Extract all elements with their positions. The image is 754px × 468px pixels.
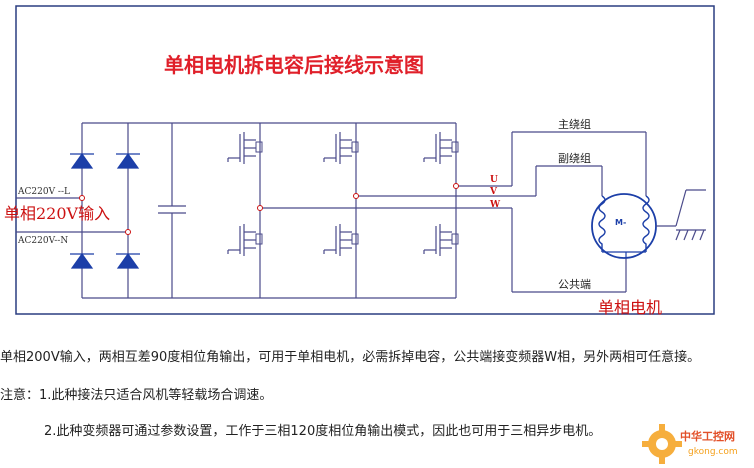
watermark-text-url: gkong.com: [688, 447, 738, 457]
aux-winding-label: 副绕组: [558, 151, 591, 165]
diagram-title: 单相电机拆电容后接线示意图: [164, 53, 424, 77]
phase-v-label: V: [489, 187, 498, 197]
phase-u-label: U: [490, 175, 498, 185]
input-label: 单相220V输入: [4, 204, 110, 223]
motor-symbol-label: M-: [615, 218, 626, 227]
rectifier-bridge: [81, 122, 356, 299]
gear-icon: [642, 424, 682, 464]
note-1: 注意：1.此种接法只适合风机等轻载场合调速。: [0, 388, 273, 403]
terminal-node: [453, 183, 459, 189]
description-text: 单相200V输入，两相互差90度相位角输出，可用于单相电机，必需拆掉电容，公共端…: [0, 350, 701, 365]
terminal-node: [79, 195, 85, 201]
ground-symbol: [656, 189, 706, 241]
watermark-logo: 中华工控网 gkong.com: [642, 424, 738, 464]
ac-label-n: AC220V--N: [17, 236, 68, 246]
diagram-frame: [15, 5, 715, 315]
dc-bus-capacitor: [158, 123, 186, 298]
terminal-node: [257, 205, 263, 211]
phase-w-label: W: [489, 200, 501, 210]
terminal-node: [125, 229, 131, 235]
diode: [70, 152, 140, 269]
note-2: 2.此种变频器可通过参数设置，工作于三相120度相位角输出模式，因此也可用于三相…: [44, 424, 602, 439]
output-wires: [260, 131, 647, 293]
common-terminal-label: 公共端: [558, 278, 591, 291]
igbt-switch: [227, 131, 459, 257]
ac-label-l: AC220V --L: [17, 187, 70, 197]
motor-label: 单相电机: [598, 298, 662, 317]
ac-input-wires: [16, 197, 128, 233]
main-winding-label: 主绕组: [558, 117, 591, 131]
watermark-text-cn: 中华工控网: [680, 429, 735, 443]
terminal-node: [353, 193, 359, 199]
circuit-diagram: 单相电机拆电容后接线示意图 AC220V --L AC220V--N 单相220…: [4, 5, 715, 317]
